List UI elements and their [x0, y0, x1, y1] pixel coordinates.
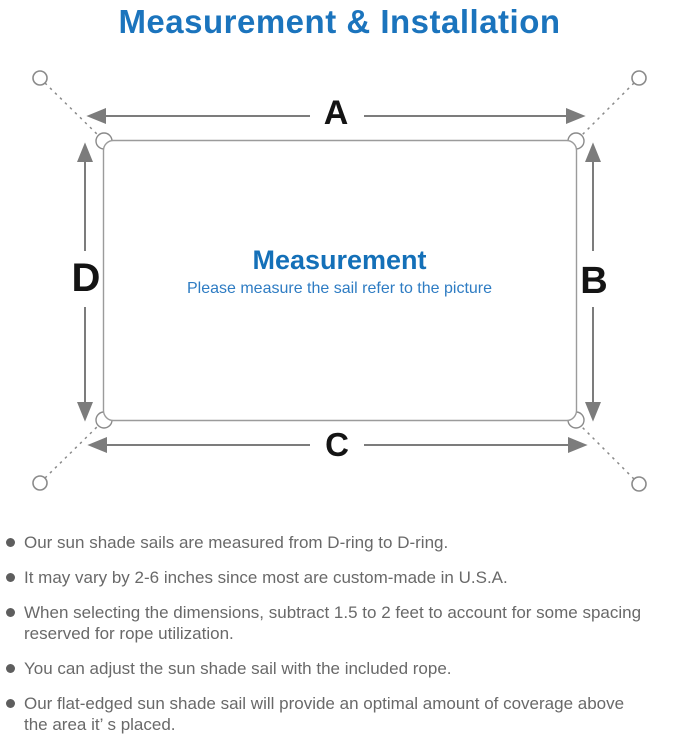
dimension-arrows [77, 108, 601, 453]
dimension-label-a: A [323, 94, 349, 132]
list-item-text: It may vary by 2-6 inches since most are… [24, 567, 508, 588]
notes-list: Our sun shade sails are measured from D-… [6, 532, 675, 739]
dimension-label-b: B [580, 260, 608, 302]
dimension-label-d: D [71, 256, 101, 300]
list-item-line: reserved for rope utilization. [24, 624, 234, 643]
dimension-label-c: C [325, 426, 349, 463]
list-item-line: the area it’ s placed. [24, 715, 176, 734]
bullet-dot-icon [6, 608, 15, 617]
list-item: Our sun shade sails are measured from D-… [6, 532, 675, 553]
bullet-dot-icon [6, 664, 15, 673]
sail-center-text: Measurement Please measure the sail refe… [0, 245, 679, 298]
list-item: Our flat-edged sun shade sail will provi… [6, 693, 675, 735]
sail-outline [102, 139, 578, 422]
bullet-dot-icon [6, 573, 15, 582]
bullet-dot-icon [6, 699, 15, 708]
list-item: When selecting the dimensions, subtract … [6, 602, 675, 644]
sail-diagram-graphic [32, 70, 647, 492]
list-item-line: Our flat-edged sun shade sail will provi… [24, 694, 625, 713]
list-item-line: Our sun shade sails are measured from D-… [24, 533, 449, 552]
list-item-line: You can adjust the sun shade sail with t… [24, 659, 452, 678]
list-item-text: Our sun shade sails are measured from D-… [24, 532, 448, 553]
list-item-line: It may vary by 2-6 inches since most are… [24, 568, 508, 587]
measurement-heading: Measurement [252, 245, 427, 275]
measurement-subtitle: Please measure the sail refer to the pic… [186, 280, 493, 297]
anchor-ring-icons [32, 70, 647, 492]
list-item-text: You can adjust the sun shade sail with t… [24, 658, 452, 679]
list-item-line: When selecting the dimensions, subtract … [24, 603, 642, 622]
corner-rope-dashed-lines [44, 82, 635, 480]
page-title: Measurement & Installation [118, 3, 561, 40]
list-item-text: When selecting the dimensions, subtract … [24, 602, 641, 644]
list-item: It may vary by 2-6 inches since most are… [6, 567, 675, 588]
sail-measurement-diagram: A B C D Measurement Please measure the s… [0, 70, 679, 492]
list-item-text: Our flat-edged sun shade sail will provi… [24, 693, 624, 735]
bullet-dot-icon [6, 538, 15, 547]
list-item: You can adjust the sun shade sail with t… [6, 658, 675, 679]
